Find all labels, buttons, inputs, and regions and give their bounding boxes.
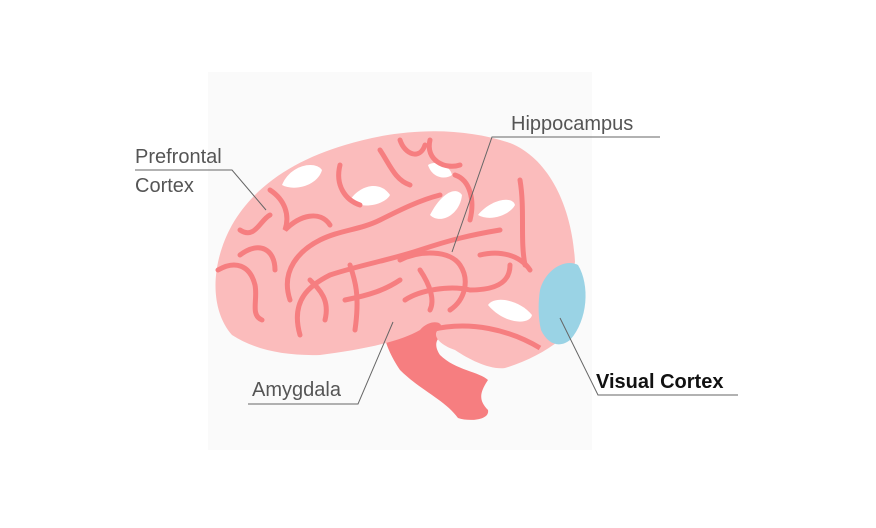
- highlights: [282, 163, 532, 322]
- visual-cortex-region: [538, 262, 586, 345]
- visual-cortex-leader: [559, 317, 738, 396]
- amygdala-leader: [248, 321, 394, 405]
- label-prefrontal-line2: Cortex: [135, 175, 194, 197]
- prefrontal-leader: [135, 169, 267, 211]
- label-amygdala: Amygdala: [252, 379, 341, 401]
- hippocampus-leader: [451, 136, 660, 253]
- label-prefrontal-line1: Prefrontal: [135, 146, 222, 168]
- label-hippocampus: Hippocampus: [511, 113, 634, 135]
- blood-vessels: [215, 137, 533, 338]
- leader-lines: [135, 136, 738, 405]
- cerebrum: [215, 131, 575, 369]
- label-visual-cortex: Visual Cortex: [596, 371, 724, 393]
